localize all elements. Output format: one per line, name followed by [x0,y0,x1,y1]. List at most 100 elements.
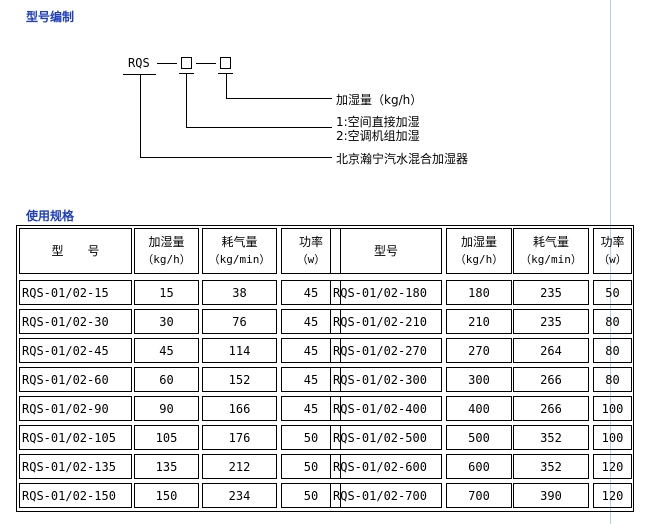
header-steam: 耗气量 （kg/min） [202,228,277,274]
table-cell-humidification-2: 500 [446,425,512,450]
header-power: 功率 （w） [281,228,341,274]
table-cell-steam: 176 [202,425,277,450]
table-cell-power: 50 [281,483,341,508]
table-cell-humidification: 30 [134,309,199,334]
header-label: 耗气量 [221,235,258,249]
table-cell-power-2: 120 [593,483,632,508]
table-cell-power: 50 [281,454,341,479]
capacity-leader-h [226,98,332,99]
dash-2 [196,63,216,64]
table-cell-steam-2: 264 [513,338,589,363]
table-cell-model: RQS-01/02-30 [19,309,132,334]
header-power-2: 功率 （w） [593,228,632,274]
table-cell-steam: 152 [202,367,277,392]
header-label: 加湿量 [148,235,185,249]
table-cell-humidification: 135 [134,454,199,479]
model-prefix: RQS [128,56,150,70]
table-cell-model: RQS-01/02-60 [19,367,132,392]
table-cell-steam: 76 [202,309,277,334]
table-cell-power: 45 [281,309,341,334]
table-cell-steam-2: 266 [513,367,589,392]
table-cell-steam-2: 235 [513,280,589,305]
table-cell-model-2: RQS-01/02-300 [330,367,442,392]
table-cell-model-2: RQS-01/02-270 [330,338,442,363]
header-unit: （kg/min） [208,253,271,266]
table-cell-humidification: 90 [134,396,199,421]
table-cell-steam-2: 390 [513,483,589,508]
table-cell-humidification-2: 400 [446,396,512,421]
header-humidification-2: 加湿量（kg/h） [446,228,512,274]
capacity-underline [218,73,233,74]
table-cell-model: RQS-01/02-90 [19,396,132,421]
header-model-2: 型号 [330,228,442,274]
table-cell-power: 45 [281,338,341,363]
table-cell-humidification-2: 270 [446,338,512,363]
table-cell-power-2: 80 [593,367,632,392]
prefix-leader-v [140,74,141,158]
dash-1 [157,63,177,64]
header-model: 型 号 [19,228,132,274]
header-unit: （kg/min） [520,253,582,266]
table-cell-humidification-2: 210 [446,309,512,334]
table-cell-steam-2: 352 [513,454,589,479]
table-cell-model-2: RQS-01/02-500 [330,425,442,450]
table-cell-model: RQS-01/02-105 [19,425,132,450]
table-cell-humidification: 60 [134,367,199,392]
table-cell-power-2: 120 [593,454,632,479]
header-steam-2: 耗气量（kg/min） [513,228,589,274]
label-option-1: 1:空间直接加湿 [336,115,420,129]
header-label: 型号 [373,244,398,258]
table-cell-power: 45 [281,280,341,305]
label-humidification: 加湿量（kg/h） [336,93,423,107]
table-cell-humidification-2: 300 [446,367,512,392]
header-humidification: 加湿量 （kg/h） [134,228,199,274]
type-leader-v [186,73,187,128]
table-cell-model-2: RQS-01/02-180 [330,280,442,305]
header-unit: （kg/h） [142,253,191,266]
table-cell-power-2: 80 [593,338,632,363]
table-cell-humidification-2: 180 [446,280,512,305]
table-cell-steam: 38 [202,280,277,305]
table-cell-model: RQS-01/02-150 [19,483,132,508]
header-unit: （w） [598,253,627,266]
table-cell-humidification-2: 600 [446,454,512,479]
table-cell-humidification: 45 [134,338,199,363]
table-cell-steam-2: 235 [513,309,589,334]
table-cell-model-2: RQS-01/02-600 [330,454,442,479]
header-label: 功率 [600,235,625,249]
header-label: 型 号 [51,244,100,258]
type-leader-h [186,127,332,128]
header-label: 功率 [298,235,323,249]
header-unit: （w） [296,253,326,266]
code-box-capacity [220,57,231,69]
table-cell-model-2: RQS-01/02-400 [330,396,442,421]
table-cell-power: 45 [281,396,341,421]
table-cell-power-2: 100 [593,396,632,421]
prefix-underline [123,74,156,75]
table-cell-steam-2: 266 [513,396,589,421]
table-cell-model: RQS-01/02-15 [19,280,132,305]
prefix-leader-h [140,157,332,158]
table-cell-steam: 166 [202,396,277,421]
table-cell-model: RQS-01/02-135 [19,454,132,479]
label-option-2: 2:空调机组加湿 [336,129,420,143]
table-cell-steam: 212 [202,454,277,479]
model-section-title: 型号编制 [26,10,75,24]
table-cell-power-2: 80 [593,309,632,334]
header-label: 加湿量 [460,235,497,249]
table-cell-model-2: RQS-01/02-210 [330,309,442,334]
table-cell-humidification-2: 700 [446,483,512,508]
table-cell-humidification: 15 [134,280,199,305]
table-cell-model-2: RQS-01/02-700 [330,483,442,508]
table-cell-steam-2: 352 [513,425,589,450]
table-cell-humidification: 105 [134,425,199,450]
table-cell-humidification: 150 [134,483,199,508]
code-box-type [181,57,192,69]
table-cell-steam: 234 [202,483,277,508]
spec-section-title: 使用规格 [26,209,75,223]
table-cell-model: RQS-01/02-45 [19,338,132,363]
capacity-leader-v [226,73,227,99]
page-guide-line [610,0,611,524]
spec-table: 型 号加湿量（kg/h）耗气量（kg/min）功率（w）型号加湿量（kg/h）耗… [16,225,634,512]
table-cell-power-2: 50 [593,280,632,305]
